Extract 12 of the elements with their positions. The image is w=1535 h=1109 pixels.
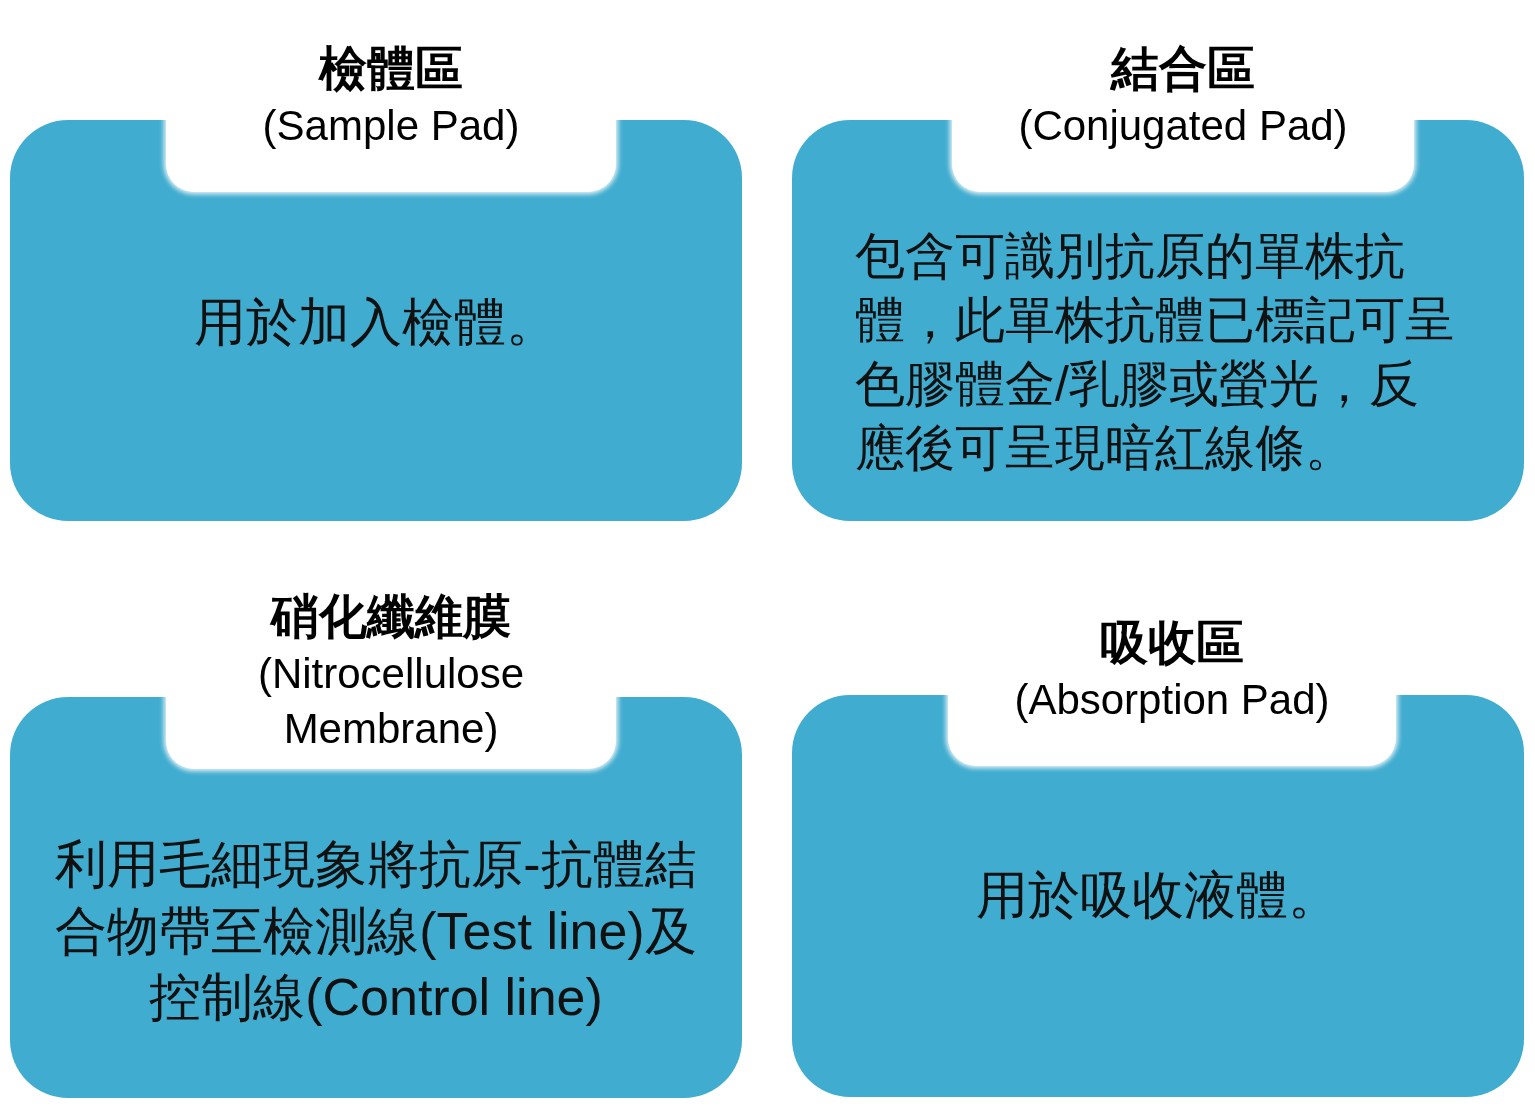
panel-description: 包含可識別抗原的單株抗體，此單株抗體已標記可呈色膠體金/乳膠或螢光，反應後可呈現暗紅線條。: [855, 227, 1456, 478]
panel-title: 檢體區: [319, 40, 463, 97]
panel-subtitle: (Sample Pad): [262, 100, 520, 151]
panel-title: 吸收區: [1100, 615, 1244, 672]
panel-subtitle: (Nitrocellulose Membrane): [256, 649, 526, 754]
panel-subtitle: (Absorption Pad): [1014, 675, 1330, 726]
panel-description: 利用毛細現象將抗原-抗體結合物帶至檢測線(Test line)及控制線(Control line): [54, 834, 698, 1029]
panel-title: 結合區: [1111, 40, 1255, 97]
panel-subtitle: (Conjugated Pad): [1018, 100, 1348, 151]
panel-description: 用於加入檢體。: [193, 291, 559, 353]
panel-description: 用於吸收液體。: [975, 864, 1341, 926]
panel-title: 硝化纖維膜: [271, 589, 511, 646]
